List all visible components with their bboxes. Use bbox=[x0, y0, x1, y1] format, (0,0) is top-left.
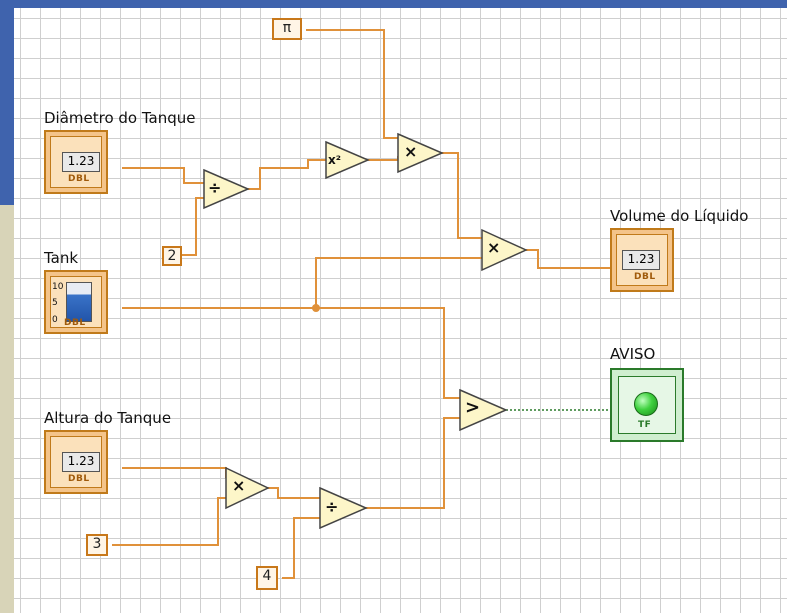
divide-symbol-2: ÷ bbox=[325, 497, 339, 516]
tank-scale-bottom: 0 bbox=[52, 315, 58, 325]
square-symbol: x² bbox=[328, 153, 341, 167]
tank-scale-mid: 5 bbox=[52, 298, 58, 308]
wire-tank-mult2 bbox=[315, 257, 482, 308]
pi-constant[interactable]: π bbox=[272, 18, 302, 40]
diametro-control[interactable]: 1.23 DBL bbox=[44, 130, 108, 194]
divide-node bbox=[203, 168, 250, 210]
wire-square-mult1 bbox=[366, 156, 399, 161]
multiply-node-3 bbox=[225, 466, 270, 510]
label-diametro: Diâmetro do Tanque bbox=[44, 109, 196, 127]
multiply-node-2 bbox=[481, 228, 528, 272]
volume-value: 1.23 bbox=[622, 250, 660, 270]
multiply-symbol-3: × bbox=[232, 476, 246, 495]
block-diagram-canvas[interactable]: ÷ x² × × > × ÷ Diâmetro do Tanque Tank A… bbox=[14, 8, 787, 613]
led-icon bbox=[634, 392, 658, 416]
three-constant[interactable]: 3 bbox=[86, 534, 108, 556]
altura-control[interactable]: 1.23 DBL bbox=[44, 430, 108, 494]
dbl-tag: DBL bbox=[634, 272, 656, 282]
wire-two bbox=[182, 197, 206, 256]
tf-tag: TF bbox=[638, 420, 652, 430]
compare-node bbox=[459, 388, 508, 432]
greater-symbol: > bbox=[465, 397, 481, 418]
diametro-value: 1.23 bbox=[62, 152, 100, 172]
label-volume: Volume do Líquido bbox=[610, 207, 749, 225]
multiply-node-1 bbox=[397, 132, 444, 174]
tank-control[interactable]: 10 5 0 DBL bbox=[44, 270, 108, 334]
dbl-tag: DBL bbox=[68, 474, 90, 484]
wire-mult3-div2 bbox=[266, 487, 320, 499]
dbl-tag: DBL bbox=[64, 318, 86, 328]
background-window-panel bbox=[0, 205, 14, 613]
wire-tank bbox=[122, 307, 460, 399]
wire-four bbox=[282, 517, 320, 579]
wire-altura bbox=[122, 467, 227, 478]
volume-indicator[interactable]: 1.23 DBL bbox=[610, 228, 674, 292]
multiply-symbol-1: × bbox=[404, 142, 418, 161]
square-node bbox=[325, 140, 370, 180]
wires-layer bbox=[112, 29, 612, 579]
label-aviso: AVISO bbox=[610, 345, 656, 363]
wire-mult1-mult2 bbox=[442, 152, 482, 239]
wire-div2-comparator bbox=[364, 417, 460, 509]
wire-mult2-volume bbox=[526, 249, 612, 269]
wire-pi bbox=[306, 29, 398, 139]
label-altura: Altura do Tanque bbox=[44, 409, 172, 427]
wire-diametro bbox=[122, 167, 204, 184]
divide-symbol: ÷ bbox=[208, 178, 222, 197]
two-constant[interactable]: 2 bbox=[162, 246, 182, 266]
divide-node-2 bbox=[319, 486, 368, 530]
dbl-tag: DBL bbox=[68, 174, 90, 184]
tank-scale-top: 10 bbox=[52, 282, 64, 292]
aviso-indicator[interactable]: TF bbox=[610, 368, 684, 442]
multiply-symbol-2: × bbox=[487, 238, 501, 257]
tank-fill bbox=[66, 282, 92, 322]
four-constant[interactable]: 4 bbox=[256, 566, 278, 590]
wire-three bbox=[112, 497, 226, 546]
wire-divide-square bbox=[248, 159, 326, 190]
wire-junction bbox=[312, 304, 320, 312]
label-tank: Tank bbox=[44, 249, 79, 267]
altura-value: 1.23 bbox=[62, 452, 100, 472]
